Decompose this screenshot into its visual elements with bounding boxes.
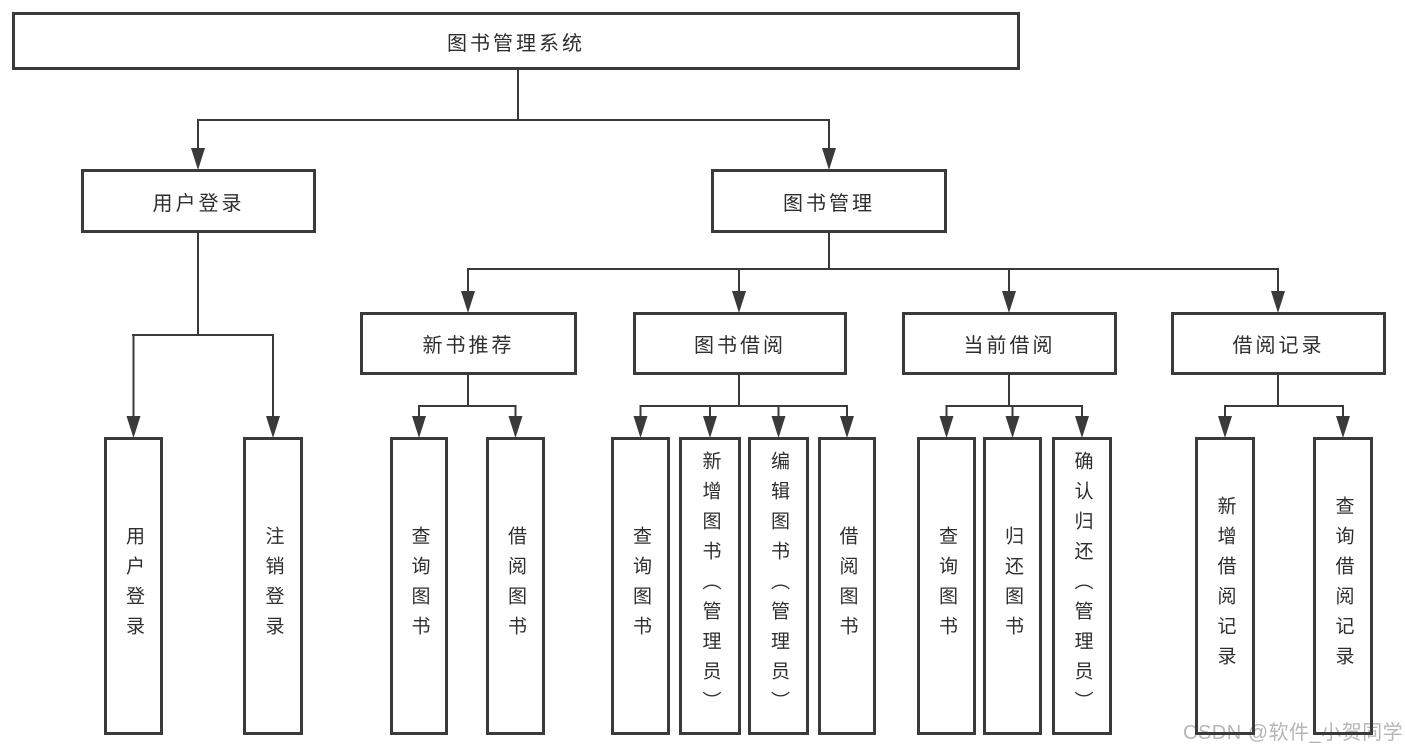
arrowhead-icon (1336, 416, 1350, 438)
node-root-label: 图书管理系统 (447, 32, 585, 55)
arrowhead-icon (1002, 291, 1016, 313)
arrowhead-icon (732, 291, 746, 313)
arrowhead-icon (266, 416, 280, 438)
arrowhead-icon (1075, 416, 1089, 438)
node-current-borrowing: 当前借阅 (902, 312, 1117, 375)
arrowhead-icon (412, 416, 426, 438)
node-book-management: 图书管理 (711, 169, 947, 233)
node-user-login-label: 用户登录 (152, 192, 245, 215)
leaf-user-login-label: 用户登录 (123, 526, 144, 646)
leaf-nb-query-books: 查询图书 (390, 437, 448, 735)
connector-book-management-branch (461, 233, 1285, 313)
leaf-nb-borrow-books-label: 借阅图书 (505, 526, 526, 646)
node-book-borrowing-label: 图书借阅 (694, 335, 786, 357)
leaf-bb-edit-books-admin: 编辑图书（管理员） (748, 437, 809, 735)
node-new-book-recommendation-label: 新书推荐 (422, 335, 515, 357)
leaf-cb-return-books: 归还图书 (983, 437, 1042, 735)
leaf-cb-confirm-return-admin-label: 确认归还（管理员） (1071, 451, 1093, 721)
arrowhead-icon (771, 416, 786, 438)
leaf-cb-query-books-label: 查询图书 (936, 526, 957, 646)
leaf-br-query-record-label: 查询借阅记录 (1332, 496, 1354, 676)
leaf-bb-borrow-books: 借阅图书 (818, 437, 876, 735)
node-user-login: 用户登录 (81, 169, 316, 233)
arrowhead-icon (191, 148, 205, 170)
leaf-br-add-record: 新增借阅记录 (1195, 437, 1255, 735)
node-book-management-label: 图书管理 (783, 192, 875, 215)
leaf-bb-borrow-books-label: 借阅图书 (836, 526, 858, 646)
arrowhead-icon (508, 416, 523, 438)
node-borrowing-records-label: 借阅记录 (1232, 335, 1325, 357)
connector-borrowing-records-branch (1218, 375, 1350, 438)
arrowhead-icon (703, 416, 717, 438)
connector-book-borrowing-branch (633, 375, 854, 438)
node-root: 图书管理系统 (12, 12, 1020, 70)
arrowhead-icon (1218, 416, 1232, 438)
node-book-borrowing: 图书借阅 (633, 312, 847, 375)
leaf-bb-add-books-admin-label: 新增图书（管理员） (699, 451, 721, 721)
connector-root-to-level2 (191, 70, 836, 170)
leaf-bb-edit-books-admin-label: 编辑图书（管理员） (768, 451, 789, 721)
connector-user-login-branch (126, 233, 280, 438)
leaf-nb-query-books-label: 查询图书 (408, 526, 430, 646)
arrowhead-icon (1271, 291, 1285, 313)
leaf-cb-query-books: 查询图书 (917, 437, 976, 735)
node-new-book-recommendation: 新书推荐 (360, 312, 577, 375)
arrowhead-icon (939, 416, 954, 438)
leaf-nb-borrow-books: 借阅图书 (486, 437, 545, 735)
leaf-logout-label: 注销登录 (262, 526, 284, 646)
leaf-user-login: 用户登录 (104, 437, 163, 735)
leaf-bb-add-books-admin: 新增图书（管理员） (679, 437, 741, 735)
leaf-bb-query-books-label: 查询图书 (630, 526, 651, 646)
arrowhead-icon (1005, 416, 1020, 438)
node-current-borrowing-label: 当前借阅 (963, 335, 1056, 357)
arrowhead-icon (126, 416, 141, 438)
leaf-cb-return-books-label: 归还图书 (1002, 526, 1023, 646)
leaf-br-add-record-label: 新增借阅记录 (1214, 496, 1236, 676)
arrowhead-icon (461, 291, 475, 313)
leaf-bb-query-books: 查询图书 (611, 437, 670, 735)
node-borrowing-records: 借阅记录 (1171, 312, 1386, 375)
leaf-cb-confirm-return-admin: 确认归还（管理员） (1052, 437, 1112, 735)
arrowhead-icon (633, 416, 648, 438)
connector-current-borrowing-branch (939, 375, 1089, 438)
watermark: CSDN @软件_小贺同学 (1183, 722, 1404, 744)
arrowhead-icon (822, 148, 836, 170)
connector-new-book-recommendation-branch (412, 375, 523, 438)
arrowhead-icon (840, 416, 854, 438)
leaf-br-query-record: 查询借阅记录 (1313, 437, 1373, 735)
leaf-logout: 注销登录 (243, 437, 303, 735)
